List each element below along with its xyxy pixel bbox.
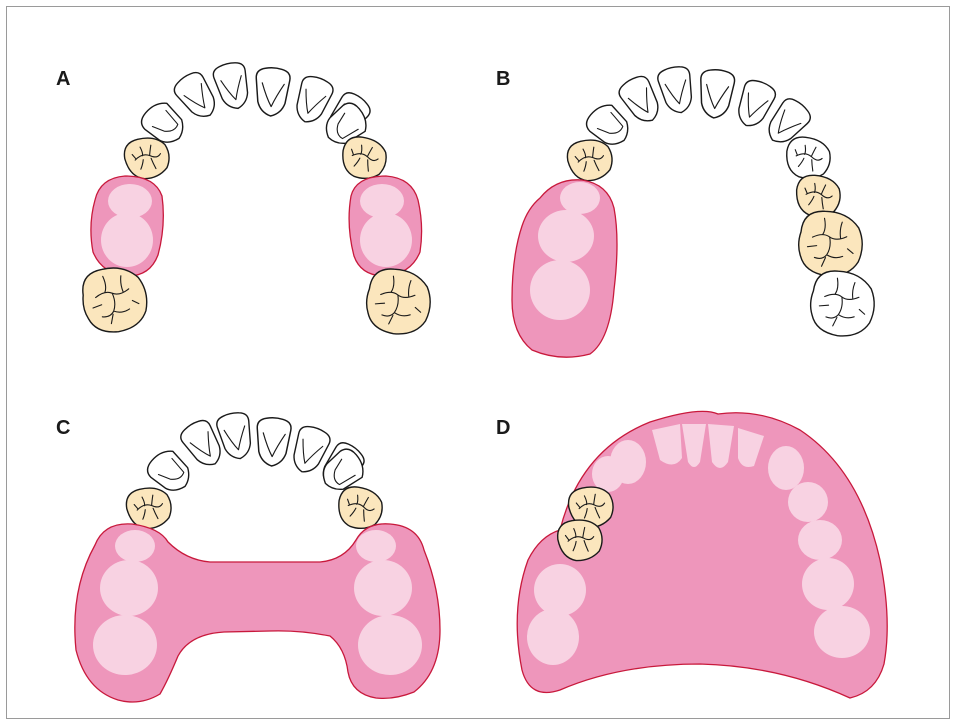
tooth-icon	[697, 68, 736, 120]
tooth-icon	[211, 60, 253, 112]
molar-icon	[807, 268, 879, 340]
tooth-icon	[255, 417, 292, 468]
tooth-icon	[254, 67, 291, 118]
panel-b-arch	[512, 64, 878, 357]
panel-d-arch	[517, 411, 887, 698]
molar-icon	[363, 266, 435, 338]
panel-c-arch	[75, 410, 440, 702]
panel-a-arch	[79, 60, 435, 338]
premolar-icon	[783, 134, 833, 181]
tooth-icon	[656, 64, 697, 116]
molar-icon	[796, 209, 866, 280]
tooth-icon	[215, 410, 256, 462]
